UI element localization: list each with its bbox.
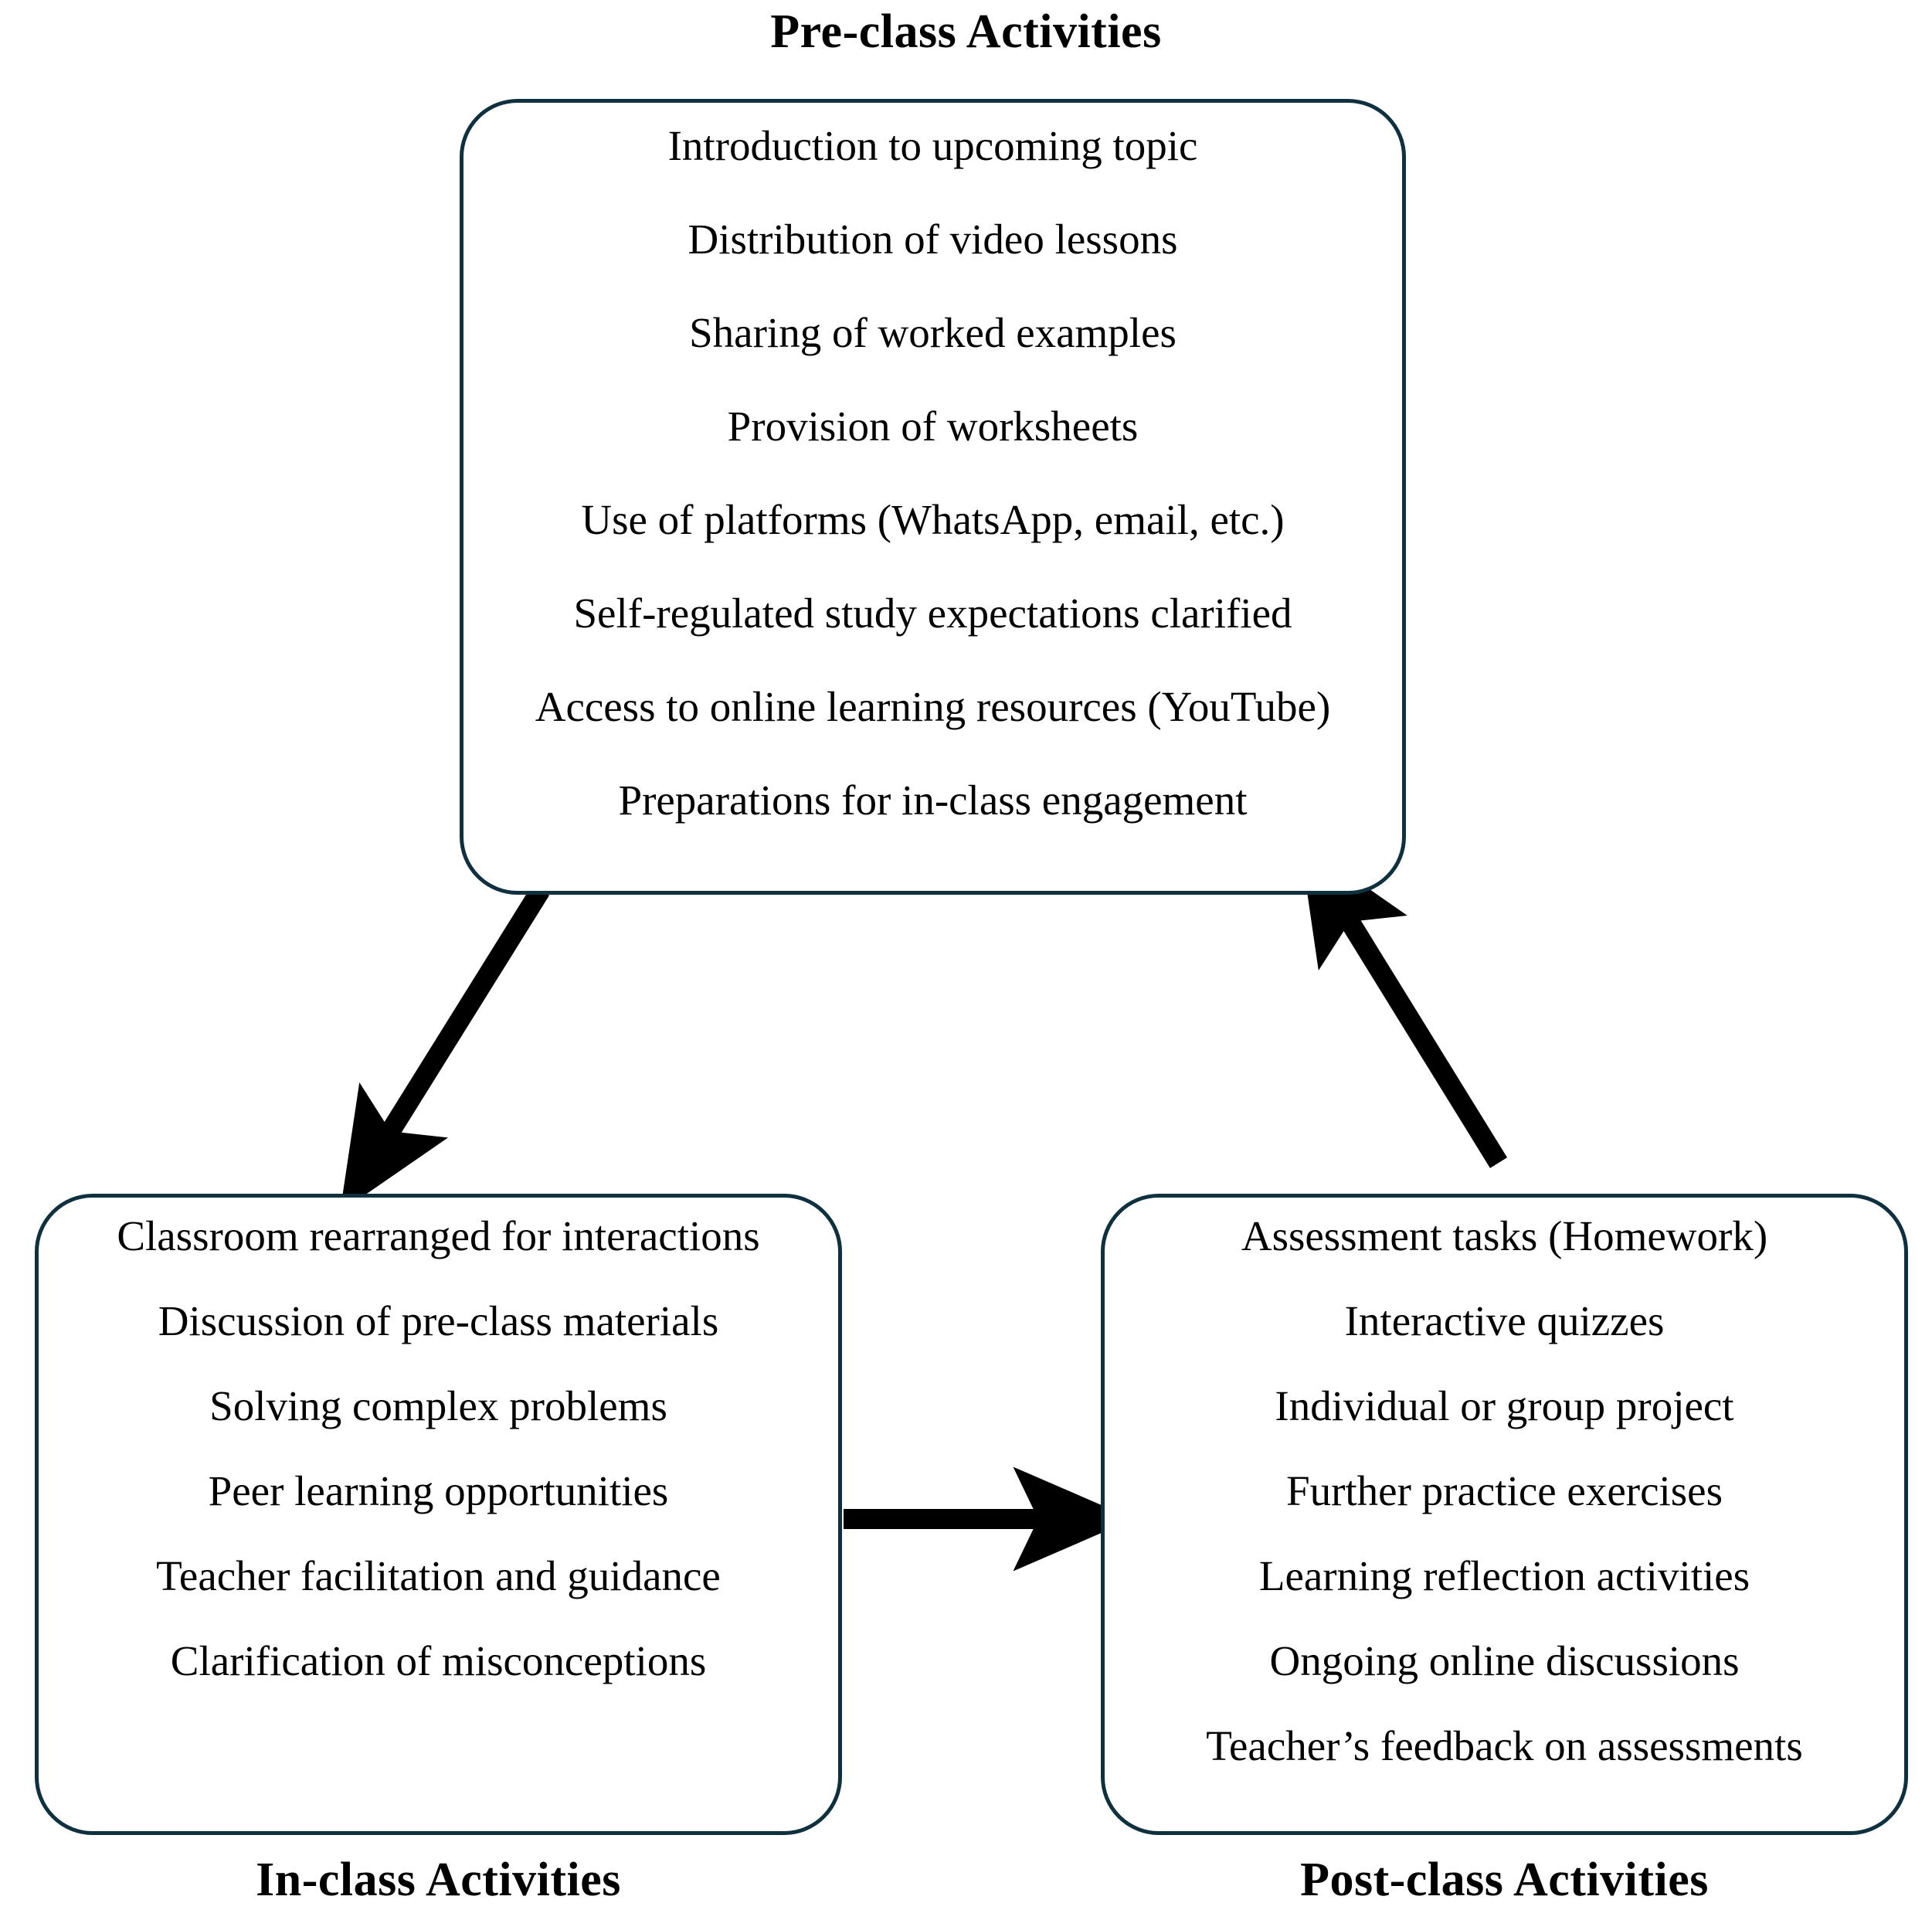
list-item: Access to online learning resources (You… bbox=[535, 683, 1331, 730]
list-item: Provision of worksheets bbox=[727, 403, 1139, 450]
list-item: Use of platforms (WhatsApp, email, etc.) bbox=[581, 496, 1285, 543]
list-item: Introduction to upcoming topic bbox=[667, 122, 1198, 169]
in-class-heading: In-class Activities bbox=[256, 1854, 621, 1906]
list-item: Classroom rearranged for interactions bbox=[117, 1212, 760, 1259]
list-item: Preparations for in-class engagement bbox=[618, 776, 1248, 824]
pre-class-item-list: Introduction to upcoming topic Distribut… bbox=[463, 103, 1402, 891]
list-item: Interactive quizzes bbox=[1344, 1297, 1665, 1344]
post-class-heading: Post-class Activities bbox=[1300, 1854, 1709, 1906]
list-item: Learning reflection activities bbox=[1258, 1552, 1750, 1599]
in-class-box: Classroom rearranged for interactions Di… bbox=[35, 1194, 842, 1835]
list-item: Clarification of misconceptions bbox=[170, 1637, 707, 1684]
list-item: Individual or group project bbox=[1275, 1382, 1734, 1429]
list-item: Teacher’s feedback on assessments bbox=[1206, 1722, 1803, 1769]
arrow-post-to-pre bbox=[1299, 840, 1508, 1168]
list-item: Peer learning opportunities bbox=[208, 1467, 669, 1514]
list-item: Further practice exercises bbox=[1286, 1467, 1723, 1514]
list-item: Discussion of pre-class materials bbox=[158, 1297, 719, 1344]
pre-class-heading: Pre-class Activities bbox=[770, 5, 1162, 58]
list-item: Distribution of video lessons bbox=[688, 216, 1178, 263]
list-item: Teacher facilitation and guidance bbox=[156, 1552, 721, 1599]
list-item: Sharing of worked examples bbox=[689, 309, 1177, 356]
pre-class-box: Introduction to upcoming topic Distribut… bbox=[460, 99, 1406, 895]
list-item: Assessment tasks (Homework) bbox=[1241, 1212, 1768, 1259]
arrow-pre-to-in bbox=[340, 885, 550, 1212]
list-item: Self-regulated study expectations clarif… bbox=[573, 590, 1292, 637]
post-class-box: Assessment tasks (Homework) Interactive … bbox=[1101, 1194, 1908, 1835]
in-class-item-list: Classroom rearranged for interactions Di… bbox=[39, 1198, 838, 1831]
list-item: Solving complex problems bbox=[209, 1382, 667, 1429]
post-class-item-list: Assessment tasks (Homework) Interactive … bbox=[1105, 1198, 1904, 1831]
list-item: Ongoing online discussions bbox=[1269, 1637, 1740, 1684]
